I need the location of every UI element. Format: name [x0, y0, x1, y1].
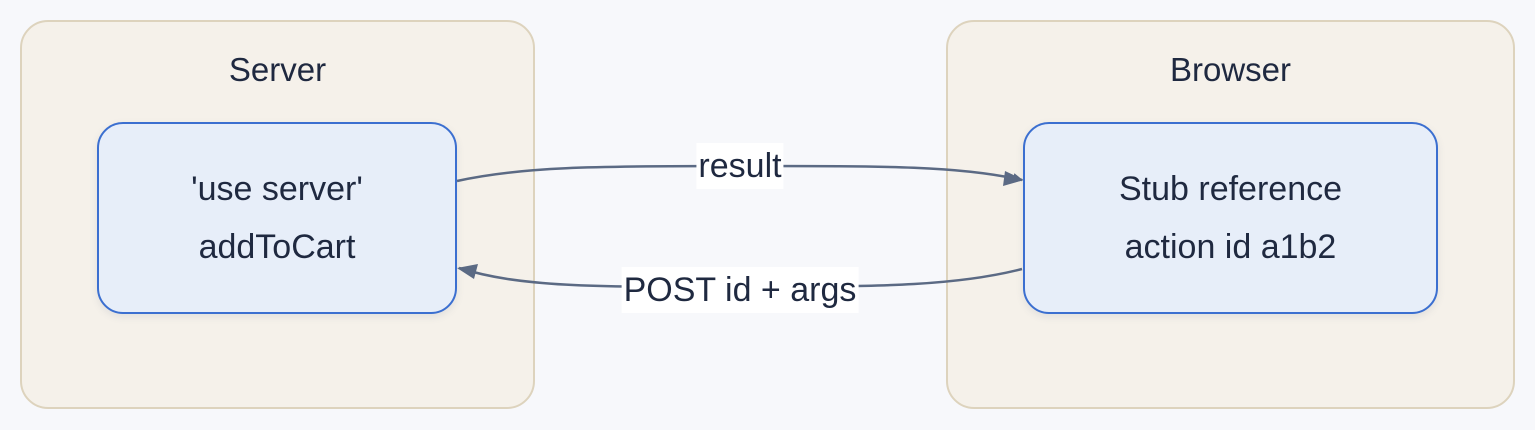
post-edge-label: POST id + args — [621, 267, 859, 313]
browser-stub-node: Stub reference action id a1b2 — [1023, 122, 1438, 314]
server-action-node: 'use server' addToCart — [97, 122, 457, 314]
post-edge-arrowhead — [457, 264, 478, 279]
result-edge-arrowhead — [1003, 171, 1024, 186]
result-edge-label: result — [696, 143, 784, 189]
server-action-directive: 'use server' — [191, 170, 363, 208]
server-group-title: Server — [228, 51, 327, 88]
browser-stub-action-id: action id a1b2 — [1124, 228, 1337, 266]
server-action-name: addToCart — [198, 228, 356, 266]
browser-group-title: Browser — [1169, 51, 1292, 88]
browser-stub-title: Stub reference — [1118, 170, 1343, 208]
